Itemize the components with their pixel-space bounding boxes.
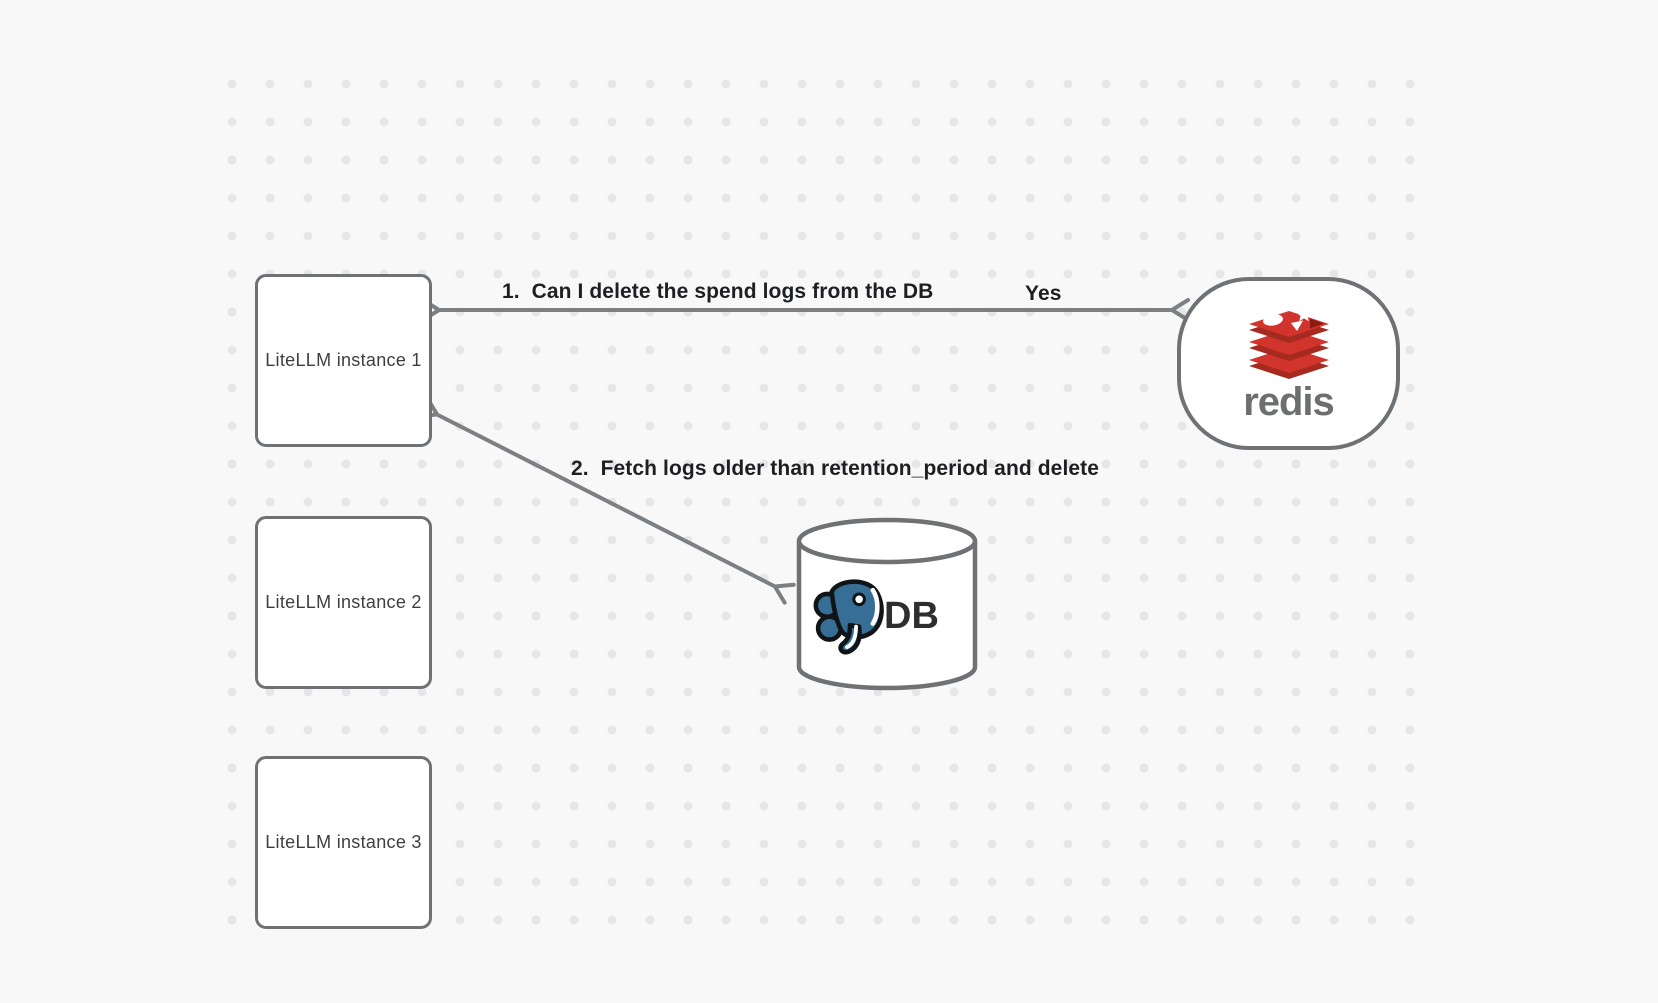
- litellm-instance-3-node: LiteLLM instance 3: [255, 756, 432, 929]
- redis-wordmark: redis: [1243, 380, 1335, 424]
- arrow-1-response: Yes: [1025, 282, 1062, 305]
- postgresql-elephant-icon: [813, 579, 884, 655]
- redis-node: redis: [1177, 277, 1400, 450]
- database-node: DB: [795, 510, 979, 692]
- database-cylinder: [796, 517, 978, 691]
- litellm-instance-2-node: LiteLLM instance 2: [255, 516, 432, 689]
- arrow-1-label: 1. Can I delete the spend logs from the …: [502, 280, 934, 303]
- database-label: DB: [884, 595, 939, 637]
- node-label: LiteLLM instance 2: [265, 592, 422, 612]
- arrow-2-label: 2. Fetch logs older than retention_perio…: [571, 457, 1100, 480]
- litellm-instance-1-node: LiteLLM instance 1: [255, 274, 432, 447]
- node-label: LiteLLM instance 1: [265, 350, 422, 370]
- node-label: LiteLLM instance 3: [265, 832, 422, 852]
- redis-stack-icon: [1248, 307, 1329, 379]
